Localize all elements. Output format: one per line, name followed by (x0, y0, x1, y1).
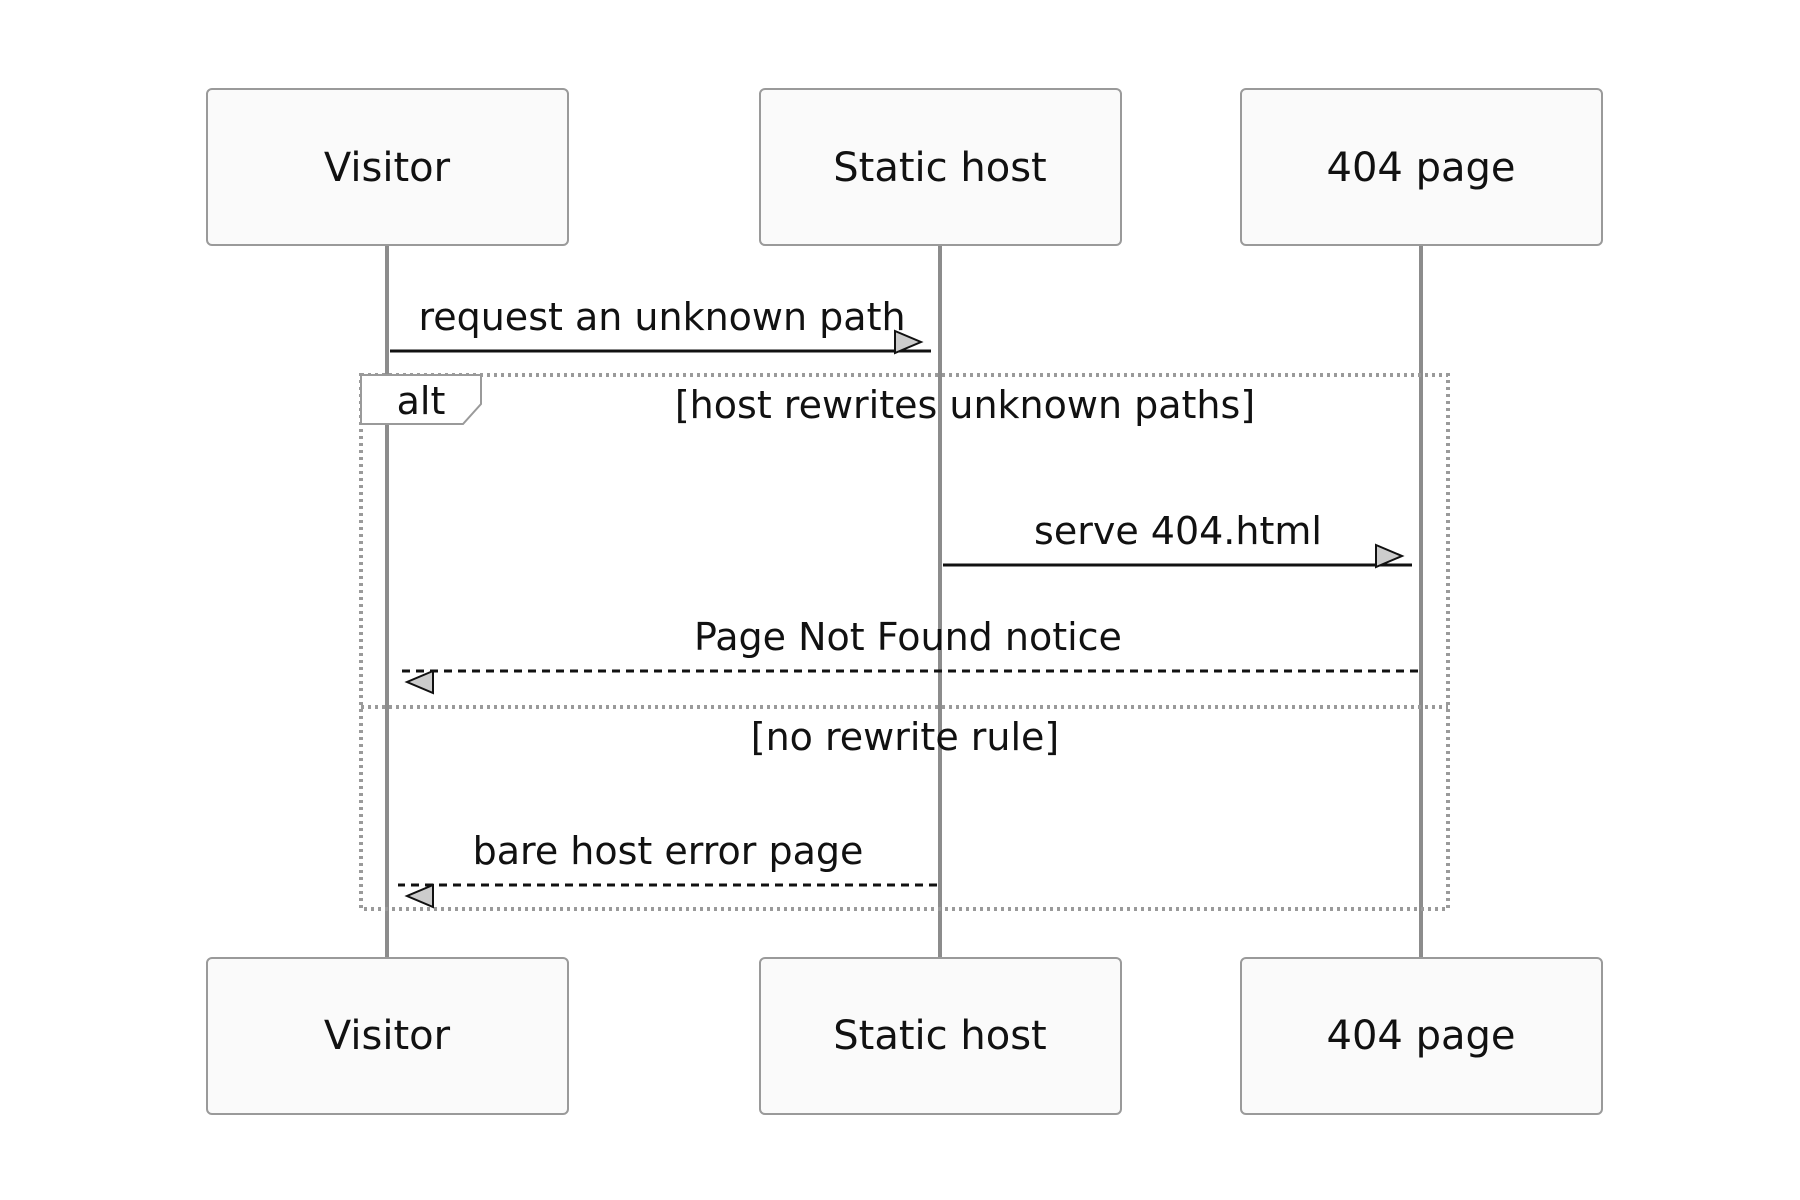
actor-404-page-bottom: 404 page (1240, 957, 1603, 1115)
actor-box (1240, 957, 1603, 1115)
actor-label: Static host (833, 145, 1046, 191)
message-label: request an unknown path (418, 295, 905, 339)
actor-box (206, 957, 569, 1115)
actor-visitor-top: Visitor (206, 88, 569, 246)
alt-keyword-label: alt (397, 379, 446, 423)
alt-guard-1: [host rewrites unknown paths] (675, 383, 1255, 427)
message-request-unknown-path: request an unknown path (390, 295, 931, 355)
alt-frame-border (359, 373, 1450, 911)
message-label: serve 404.html (1034, 509, 1322, 553)
message-page-not-found: Page Not Found notice (400, 615, 1418, 695)
alt-guard-2: [no rewrite rule] (751, 715, 1060, 759)
message-label: bare host error page (473, 829, 864, 873)
arrowhead-right (894, 329, 924, 355)
actor-static-host-top: Static host (759, 88, 1122, 246)
actor-visitor-bottom: Visitor (206, 957, 569, 1115)
actor-label: Visitor (324, 1013, 451, 1059)
actor-box (206, 88, 569, 246)
actor-static-host-bottom: Static host (759, 957, 1122, 1115)
arrowhead-left (404, 883, 434, 909)
arrowhead-left (404, 669, 434, 695)
actor-label: 404 page (1327, 145, 1516, 191)
message-label: Page Not Found notice (694, 615, 1122, 659)
actor-label: 404 page (1327, 1013, 1516, 1059)
actor-label: Static host (833, 1013, 1046, 1059)
alt-frame-tab (360, 374, 482, 425)
actor-box (1240, 88, 1603, 246)
arrowhead-right (1375, 543, 1405, 569)
actor-404-page-top: 404 page (1240, 88, 1603, 246)
message-bare-error: bare host error page (398, 829, 937, 909)
alt-frame: alt [host rewrites unknown paths] [no re… (359, 373, 1450, 911)
message-serve-404: serve 404.html (943, 509, 1412, 569)
actor-box (759, 957, 1122, 1115)
actor-label: Visitor (324, 145, 451, 191)
actor-box (759, 88, 1122, 246)
